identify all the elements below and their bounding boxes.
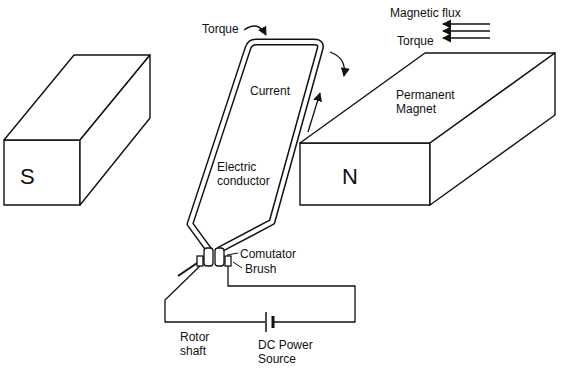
magnet-pole-letter: N	[342, 166, 358, 188]
magnet-face	[300, 143, 430, 205]
magnet-pole-letter: S	[20, 166, 35, 188]
torque-arrow	[330, 52, 344, 76]
part-label: Torque	[397, 34, 434, 48]
current-arrow	[308, 93, 320, 132]
magnet-face	[430, 53, 555, 205]
torque-arrow	[244, 26, 266, 35]
part-label: Current	[250, 84, 290, 98]
magnet-block: S	[0, 40, 160, 210]
flux-arrow	[443, 23, 490, 24]
commutator-segment	[215, 248, 224, 266]
part-label: DC Power Source	[258, 338, 320, 366]
flux-arrow	[443, 30, 490, 31]
part-label: Magnetic flux	[390, 6, 461, 20]
magnet-block: N	[295, 40, 560, 210]
part-label: Comutator	[240, 247, 296, 261]
part-label: Permanent Magnet	[396, 88, 464, 116]
magnet-face	[80, 55, 150, 205]
flux-arrow	[443, 37, 490, 38]
battery-plate	[272, 316, 275, 328]
part-label: Rotor shaft	[180, 330, 220, 358]
magnet-face	[4, 140, 80, 205]
brush	[225, 256, 231, 266]
battery-plate	[265, 312, 267, 332]
magnet-outline	[295, 40, 560, 210]
commutator-segment	[204, 248, 213, 266]
leader-line	[233, 262, 242, 268]
part-label: Brush	[245, 262, 276, 276]
leader-line	[227, 253, 238, 255]
part-label: Torque	[202, 22, 239, 36]
brush	[197, 256, 203, 266]
part-label: Electric conductor	[217, 160, 277, 188]
